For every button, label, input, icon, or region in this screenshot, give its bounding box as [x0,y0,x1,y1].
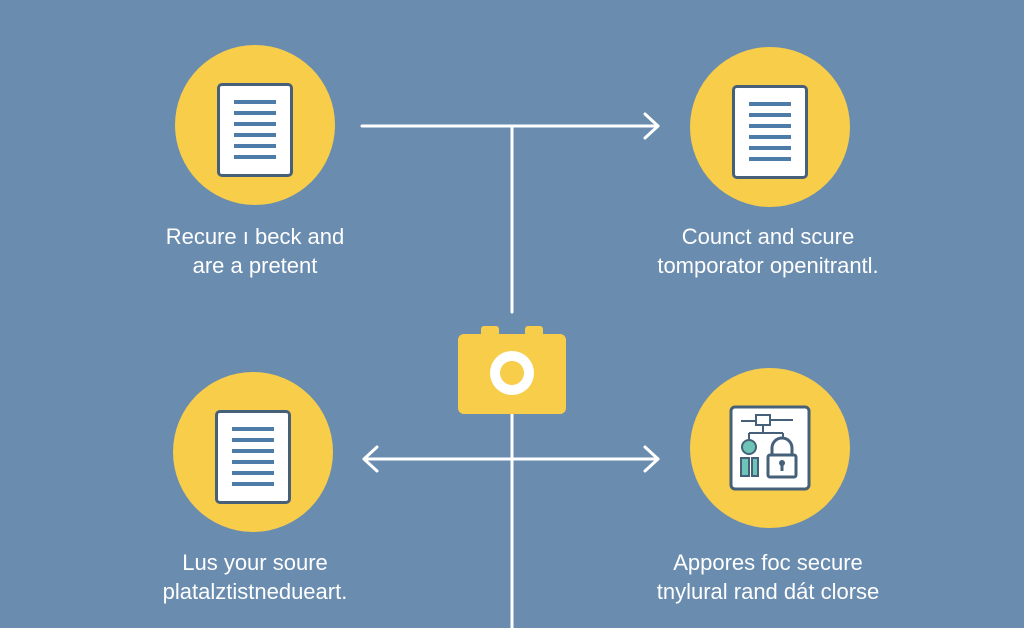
document-icon [217,83,293,177]
secure-lock-icon [729,405,811,491]
bottom-left-arrowhead [362,445,379,473]
bottom-right-caption: Appores foc secure tnylural rand dát clo… [618,548,918,606]
top-left-caption: Recure ı beck and are a pretent [105,222,405,280]
document-icon [215,410,291,504]
bottom-left-caption: Lus your soure platalztistneduеart. [105,548,405,606]
caption-line: tnylural rand dát clorse [656,579,880,604]
caption-line: Recure ı beck and [165,224,345,249]
caption-line: are a pretent [192,253,318,278]
bottom-right-node-circle [690,368,850,528]
document-icon [732,85,808,179]
caption-line: Appores foc secure [673,550,863,575]
caption-line: platalztistneduеart. [162,579,348,604]
top-right-node-circle [690,47,850,207]
bottom-right-arrowhead [643,445,660,473]
top-right-arrowhead [643,112,660,140]
top-right-caption: Counct and scure tomporator openitrantl. [618,222,918,280]
caption-line: Lus your soure [182,550,328,575]
camera-icon [458,326,566,414]
caption-line: Counct and scure [681,224,855,249]
bottom-left-node-circle [173,372,333,532]
caption-line: tomporator openitrantl. [657,253,879,278]
top-left-node-circle [175,45,335,205]
